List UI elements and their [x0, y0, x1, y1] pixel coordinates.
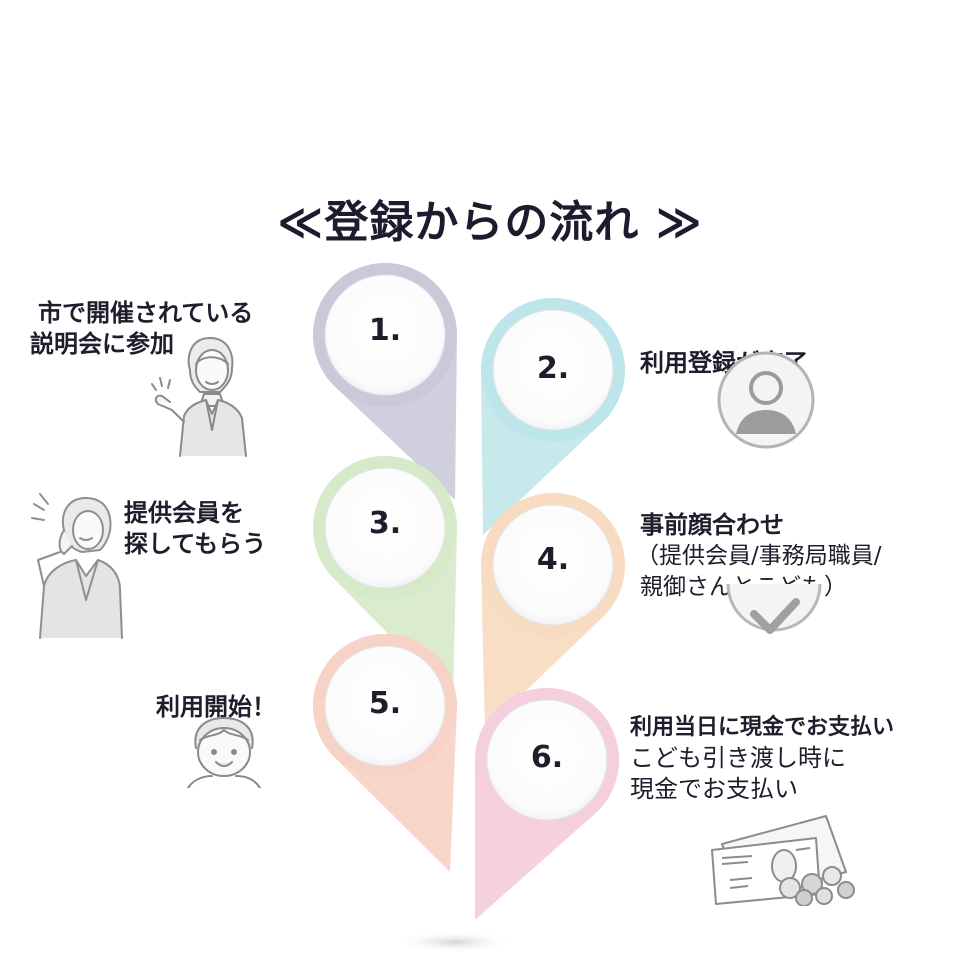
cash-coins-icon: [711, 815, 855, 906]
step-1-title-line-2: 説明会に参加: [30, 330, 174, 358]
ground-shadow: [395, 931, 515, 953]
step-5-title-line-1: 利用開始！: [156, 693, 276, 721]
step-4-detail-line-1: （提供会員/事務局職員/: [636, 543, 882, 569]
step-5-circle: [324, 645, 446, 767]
step-1-circle: [324, 274, 446, 396]
checkmark-icon: [726, 583, 822, 634]
step-6-label: 利用当日に現金でお支払い こども引き渡し時に 現金でお支払い: [630, 712, 894, 805]
step-3-title-line-2: 探してもらう: [124, 530, 267, 558]
step-1-number: 1.: [368, 313, 402, 348]
step-4-title-line-1: 事前顔合わせ: [640, 511, 784, 539]
step-4-number: 4.: [536, 542, 570, 577]
step-6-circle: [486, 699, 608, 821]
step-5-label: 利用開始！: [156, 692, 276, 723]
step-3-title-line-1: 提供会員を: [124, 499, 244, 527]
page-title: ≪登録からの流れ ≫: [277, 197, 703, 248]
step-6-detail-line-2: 現金でお支払い: [630, 775, 798, 803]
thinking-woman-icon: [31, 493, 123, 639]
step-4-circle: [492, 504, 614, 626]
step-2-circle: [492, 309, 614, 431]
step-5-number: 5.: [368, 686, 402, 721]
presenter-woman-icon: [151, 337, 247, 457]
step-3-circle: [324, 467, 446, 589]
step-1-title-line-1: 市で開催されている: [38, 299, 254, 327]
step-6-title-line-1: 利用当日に現金でお支払い: [630, 715, 895, 740]
user-avatar-icon: [717, 351, 815, 449]
step-3-label: 提供会員を 探してもらう: [124, 498, 266, 560]
step-1-label: 市で開催されている 説明会に参加: [30, 298, 253, 360]
step-2-number: 2.: [536, 351, 570, 386]
child-face-icon: [187, 717, 261, 788]
step-6-detail-line-1: こども引き渡し時に: [630, 744, 846, 772]
step-6-number: 6.: [530, 740, 564, 775]
step-3-number: 3.: [368, 506, 402, 541]
